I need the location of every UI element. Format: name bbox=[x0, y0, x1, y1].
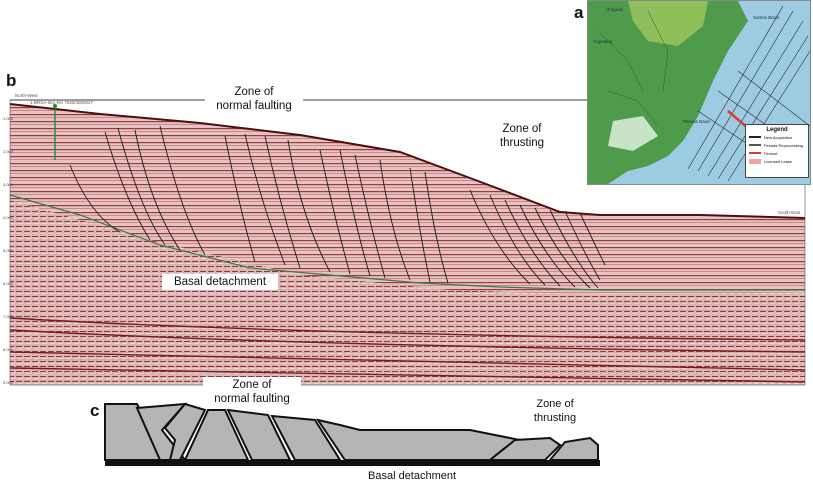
block-5 bbox=[226, 408, 292, 461]
normal-faulting-label: Zone of normal faulting bbox=[205, 84, 303, 114]
block-3 bbox=[163, 402, 207, 461]
depth-tick-label: 4,000 bbox=[3, 215, 14, 220]
legend-item: New Acquisition bbox=[749, 133, 808, 141]
depth-tick-label: 6,000 bbox=[3, 281, 14, 286]
map-label-pelotas: Pelotas Basin bbox=[683, 119, 711, 124]
schematic-blocks bbox=[104, 402, 599, 461]
schematic-thrusting-label: Zone of thrusting bbox=[533, 398, 577, 424]
map-label-uruguay: Uruguay bbox=[606, 7, 624, 12]
basal-detachment-label: Basal detachment bbox=[162, 274, 278, 290]
legend-swatch bbox=[749, 144, 761, 146]
depth-tick-label: 8,000 bbox=[3, 347, 14, 352]
estuary bbox=[608, 116, 658, 151]
depth-tick-label: 9,000 bbox=[3, 380, 14, 385]
legend-item-label: Pelotas Reprocessing bbox=[764, 142, 803, 148]
north-west-label: North-West bbox=[15, 93, 38, 98]
well-top-marker bbox=[53, 104, 57, 108]
south-east-label: South-East bbox=[778, 210, 801, 215]
legend-swatch bbox=[749, 152, 761, 154]
rivers bbox=[597, 10, 669, 127]
depth-tick-label: 3,000 bbox=[3, 182, 14, 187]
legend-item-label: Firstout bbox=[764, 150, 778, 156]
seismic-section bbox=[9, 99, 806, 386]
map-label-santos: Santos Basin bbox=[753, 15, 780, 20]
legend-title: Legend bbox=[766, 127, 788, 133]
location-map: Uruguay Argentina Pelotas Basin Santos B… bbox=[587, 0, 811, 185]
legend-item-label: New Acquisition bbox=[764, 134, 793, 140]
normal-faults bbox=[69, 125, 449, 284]
map-label-argentina: Argentina bbox=[593, 39, 613, 44]
depth-tick-label: 1,000 bbox=[3, 116, 14, 121]
block-8 bbox=[487, 436, 562, 461]
legend-item: Firstout bbox=[749, 149, 808, 157]
legend-item: Licensed Lease bbox=[749, 157, 808, 165]
depth-tick-label: 5,000 bbox=[3, 248, 14, 253]
legend-swatch bbox=[749, 136, 761, 138]
legend-swatch bbox=[749, 158, 761, 164]
panel-letter-b: b bbox=[6, 71, 17, 90]
seabed-line bbox=[9, 103, 806, 219]
schematic-base bbox=[105, 460, 600, 466]
depth-tick-label: 2,000 bbox=[3, 149, 14, 154]
panel-letter-c: c bbox=[90, 401, 100, 420]
basal-detachment-line bbox=[9, 194, 805, 291]
legend-item-label: Licensed Lease bbox=[764, 158, 793, 164]
block-6 bbox=[270, 414, 342, 461]
thrusting-label: Zone of thrusting bbox=[488, 121, 556, 151]
panel-letter-a: a bbox=[574, 3, 584, 22]
schematic-normal-faulting-label: Zone of normal faulting bbox=[203, 377, 301, 407]
thrust-faults bbox=[469, 189, 606, 289]
legend-item: Pelotas Reprocessing bbox=[749, 141, 808, 149]
schematic-diagram bbox=[104, 402, 600, 466]
block-7 bbox=[315, 418, 523, 461]
block-9 bbox=[547, 436, 599, 461]
block-4 bbox=[183, 409, 250, 461]
schematic-basal-detachment-label: Basal detachment bbox=[368, 470, 457, 482]
depth-tick-label: 7,000 bbox=[3, 314, 14, 319]
well-label: 1-BRSA-561-RS 7030/3000027 bbox=[30, 100, 94, 105]
highland bbox=[628, 1, 708, 46]
